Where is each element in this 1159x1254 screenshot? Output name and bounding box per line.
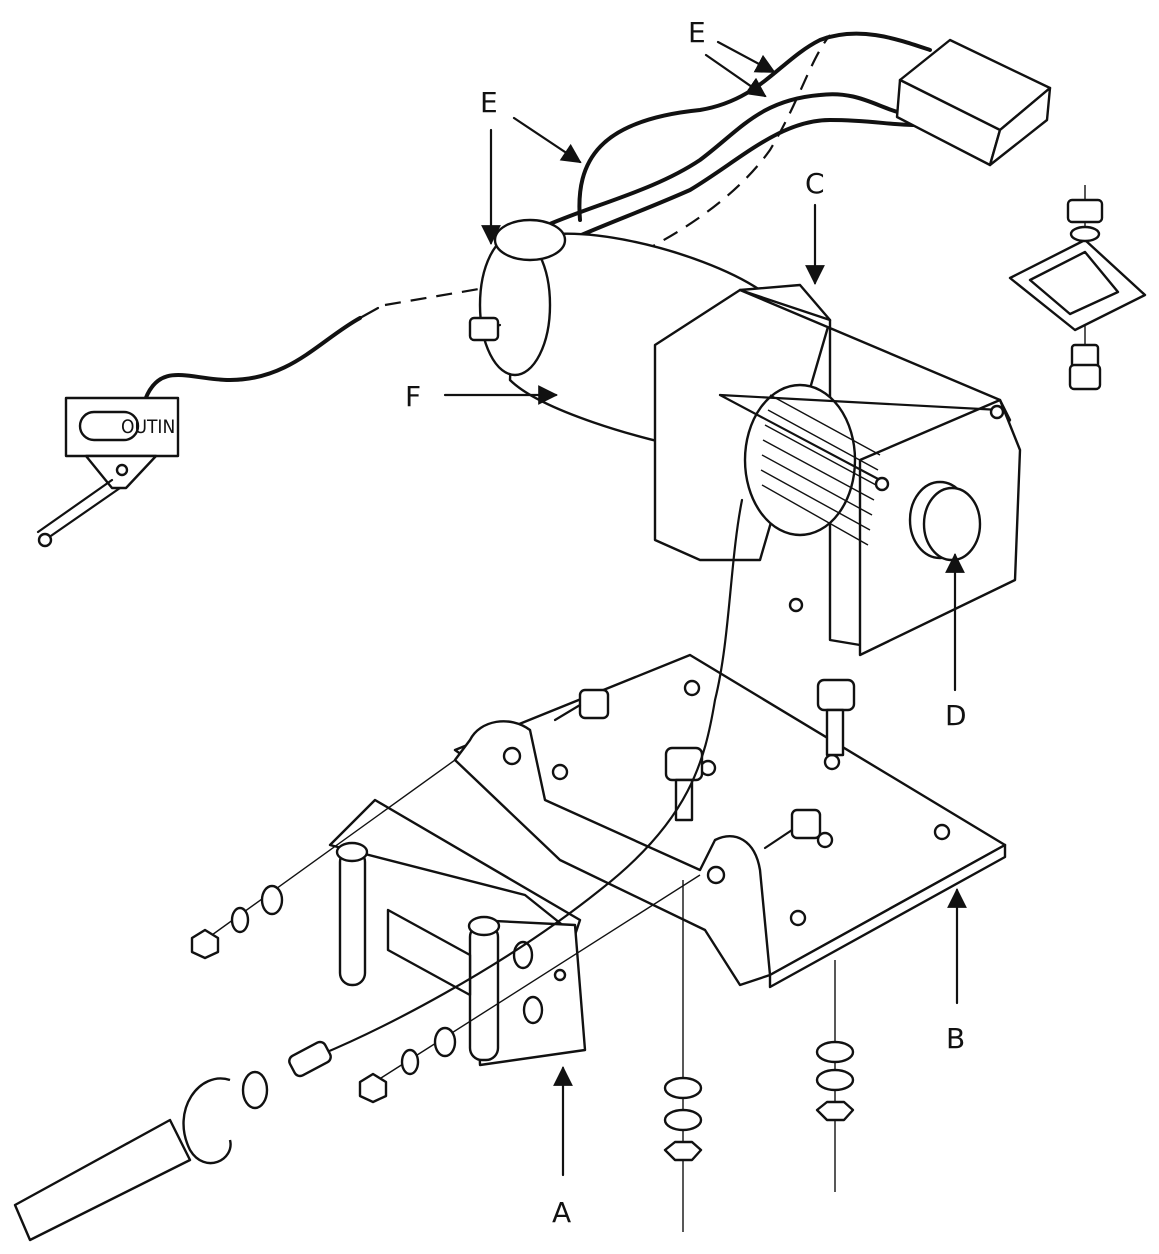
fairlead-brackets — [453, 720, 772, 987]
switch-label: OUTIN — [121, 416, 175, 438]
left-hardware — [190, 759, 701, 1104]
callout-e-left: E — [480, 86, 498, 119]
callouts: A B C D E E F — [405, 16, 967, 1229]
bolts — [553, 678, 856, 850]
callout-c: C — [805, 167, 825, 200]
bolt-right — [816, 678, 856, 757]
cable-and-hook — [13, 498, 744, 1242]
bolt-center — [664, 746, 704, 822]
remote-switch: OUTIN — [36, 280, 521, 548]
cable-drum — [760, 394, 881, 546]
callout-a: A — [552, 1196, 571, 1229]
bolt-lower — [763, 808, 822, 850]
control-box-mount — [1008, 185, 1147, 391]
control-box — [895, 38, 1052, 167]
lower-hardware — [663, 880, 855, 1232]
callout-d: D — [945, 699, 967, 732]
callout-b: B — [946, 1022, 965, 1055]
bolt-top-left — [553, 688, 610, 722]
callout-e-top: E — [688, 16, 706, 49]
callout-f: F — [405, 380, 421, 413]
winch-drum-housing — [653, 283, 1022, 657]
roller-fairlead — [328, 798, 587, 1067]
